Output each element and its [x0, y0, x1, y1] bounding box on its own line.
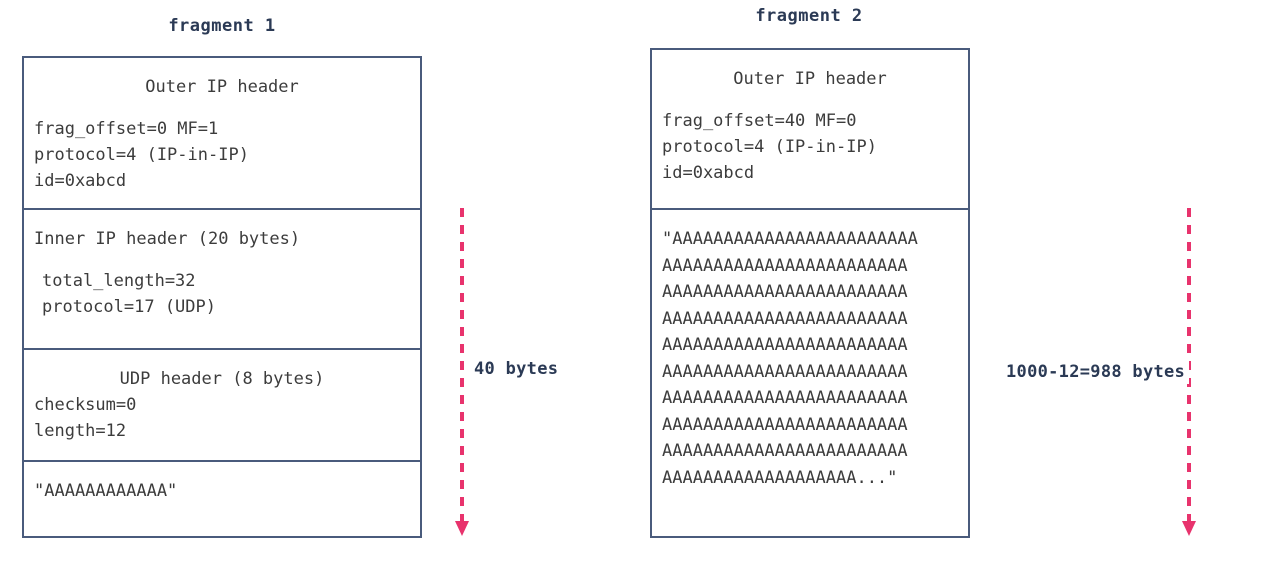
fragment2-outer-frag-offset: frag_offset=40 MF=0 [662, 111, 857, 131]
fragment2-payload-line: AAAAAAAAAAAAAAAAAAAAAAAA [662, 414, 908, 435]
fragment1-size-label: 40 bytes [470, 357, 563, 381]
fragment2-payload-line: AAAAAAAAAAAAAAAAAAAAAAAA [662, 388, 908, 408]
fragment1-outer-id: id=0xabcd [34, 171, 127, 191]
fragment2-payload-line: AAAAAAAAAAAAAAAAAAAAAAAA [662, 282, 908, 302]
arrow-shaft [460, 208, 464, 523]
fragment2-outer-protocol: protocol=4 (IP-in-IP) [662, 137, 877, 157]
fragment1-inner-total-length: total_length=32 [42, 271, 196, 291]
fragment2-outer-ip-header-heading: Outer IP header [733, 69, 887, 89]
fragment2-outer-ip-header-section: Outer IP header frag_offset=40 MF=0 prot… [652, 50, 968, 210]
arrow-head-icon [1182, 521, 1196, 536]
fragment2-title: fragment 2 [755, 6, 863, 26]
fragment2-payload-line: AAAAAAAAAAAAAAAAAAAAAAAA [662, 255, 908, 276]
fragment1-inner-ip-header-section: Inner IP header (20 bytes) total_length=… [24, 210, 420, 350]
fragment2-payload-line: AAAAAAAAAAAAAAAAAAAAAAAA [662, 441, 908, 461]
fragment2-outer-id: id=0xabcd [662, 163, 755, 183]
fragment1-packet-box: Outer IP header frag_offset=0 MF=1 proto… [22, 56, 422, 538]
fragment1-size-arrow [455, 208, 469, 538]
fragment2-size-label: 1000-12=988 bytes [1002, 360, 1190, 384]
fragment2-payload-line: AAAAAAAAAAAAAAAAAAA..." [662, 467, 898, 488]
fragment1-outer-ip-header-section: Outer IP header frag_offset=0 MF=1 proto… [24, 58, 420, 210]
fragment2-payload-line: "AAAAAAAAAAAAAAAAAAAAAAAA [662, 229, 918, 249]
fragment1-udp-checksum: checksum=0 [34, 395, 137, 415]
fragment1-outer-protocol: protocol=4 (IP-in-IP) [34, 145, 249, 165]
fragment2-payload-line: AAAAAAAAAAAAAAAAAAAAAAAA [662, 361, 908, 382]
fragment1-title: fragment 1 [168, 16, 276, 36]
fragment1-udp-header-heading: UDP header (8 bytes) [119, 369, 325, 389]
fragment2-payload-line: AAAAAAAAAAAAAAAAAAAAAAAA [662, 335, 908, 355]
fragment1-outer-ip-header-heading: Outer IP header [145, 77, 299, 97]
fragment1-inner-protocol: protocol=17 (UDP) [42, 297, 216, 317]
fragment2-payload-section: "AAAAAAAAAAAAAAAAAAAAAAAA AAAAAAAAAAAAAA… [652, 210, 968, 536]
fragment1-payload-section: "AAAAAAAAAAAA" [24, 462, 420, 536]
arrow-head-icon [455, 521, 469, 536]
fragment1-udp-header-section: UDP header (8 bytes) checksum=0 length=1… [24, 350, 420, 462]
fragment1-outer-frag-offset: frag_offset=0 MF=1 [34, 119, 219, 139]
fragment1-inner-ip-header-heading: Inner IP header (20 bytes) [34, 229, 301, 249]
fragment1-payload-line: "AAAAAAAAAAAA" [34, 481, 178, 501]
fragment2-packet-box: Outer IP header frag_offset=40 MF=0 prot… [650, 48, 970, 538]
fragment1-udp-length: length=12 [34, 421, 127, 441]
fragment2-payload-line: AAAAAAAAAAAAAAAAAAAAAAAA [662, 308, 908, 329]
